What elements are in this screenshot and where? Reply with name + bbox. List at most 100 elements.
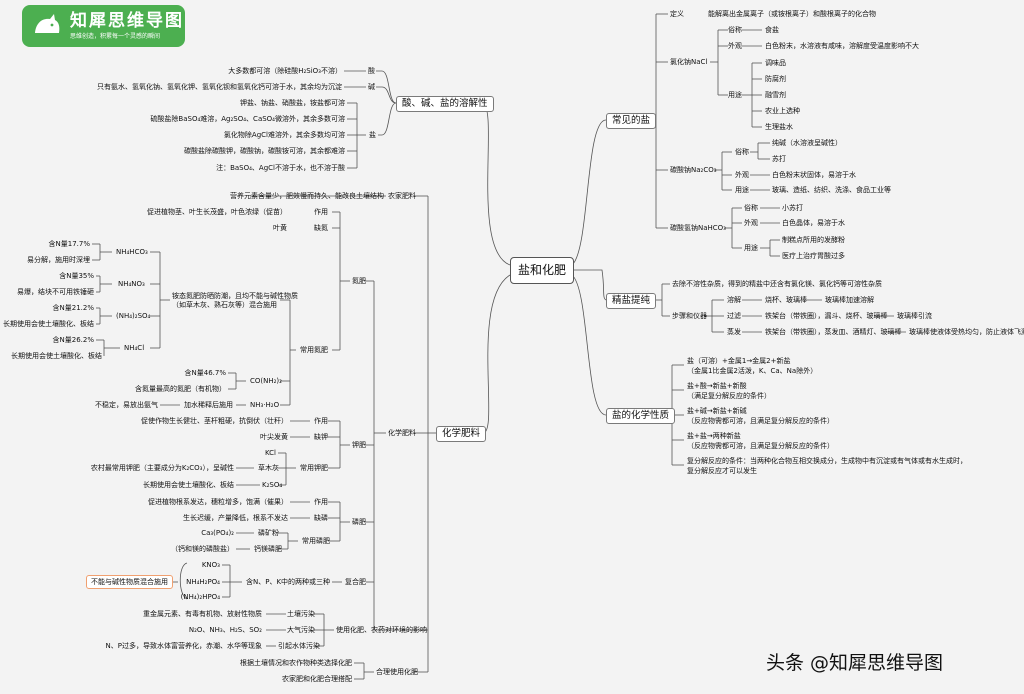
- nh4so4-n: 含N量21.2%: [52, 304, 94, 312]
- nh4cl-n: 含N量26.2%: [52, 336, 94, 344]
- farm-fertilizer-label: 农家肥料: [388, 192, 416, 200]
- branch-fertilizer[interactable]: 化学肥料: [436, 426, 487, 442]
- compound-item: KNO₃: [201, 561, 220, 569]
- nacl-alias-key: 俗称: [728, 26, 742, 34]
- k-effect: 促使作物生长健壮、茎杆粗硬，抗倒伏（壮秆）: [141, 417, 288, 425]
- n-lack: 叶黄: [273, 224, 287, 232]
- nh4hco3-n: 含N量17.7%: [48, 240, 90, 248]
- compound-warning[interactable]: 不能与碱性物质混合施用: [86, 575, 173, 589]
- salt-item: 氯化物除AgCl难溶外，其余多数均可溶: [223, 131, 345, 139]
- acid-label: 酸: [368, 67, 375, 75]
- property-note: 复分解反应才可以发生: [687, 467, 757, 475]
- na2co3-title[interactable]: 碳酸钠Na₂CO₃: [670, 166, 717, 174]
- branch-chemical-property[interactable]: 盐的化学性质: [606, 408, 676, 424]
- salt-item: 注：BaSO₄、AgCl不溶于水，也不溶于酸: [216, 164, 345, 172]
- nahco3-title[interactable]: 碳酸氢钠NaHCO₃: [670, 224, 726, 232]
- property-line: 盐+碱→新盐+新碱: [687, 407, 747, 415]
- na2co3-alias-key: 俗称: [735, 148, 749, 156]
- definition-text: 能解离出金属离子（或铵根离子）和酸根离子的化合物: [708, 10, 876, 18]
- farm-fertilizer-text: 营养元素含量少，肥效慢而持久、能改良土壤结构: [230, 192, 384, 200]
- nacl-title[interactable]: 氯化钠NaCl: [670, 58, 708, 66]
- logo-title: 知犀思维导图: [70, 11, 184, 31]
- nacl-use: 调味品: [765, 59, 786, 67]
- ca-mg-phosphate-note: （钙和镁的磷酸盐）: [171, 545, 234, 553]
- air-pollution: 大气污染: [287, 626, 315, 634]
- property-line: 盐（可溶）+金属1→金属2+新盐: [687, 357, 791, 365]
- property-note: （反应物需都可溶，且满足复分解反应的条件）: [687, 442, 834, 450]
- watermark: 头条 @知犀思维导图: [766, 652, 944, 674]
- nacl-alias: 食盐: [765, 26, 779, 34]
- n-note: （如草木灰、熟石灰等）混合施用: [172, 301, 277, 309]
- soil-pollution: 土壤污染: [287, 610, 315, 618]
- nahco3-look: 白色晶体，易溶于水: [782, 219, 845, 227]
- nh4no3-note: 易爆，结块不可用铁锤砸: [17, 288, 94, 296]
- ammonia-water: NH₃·H₂O: [250, 401, 280, 409]
- property-note: （金属1比金属2活泼，K、Ca、Na除外）: [687, 367, 818, 375]
- branch-refine-salt[interactable]: 精盐提纯: [606, 293, 657, 309]
- chem-fertilizer-label: 化学肥料: [388, 429, 416, 437]
- nitrogen-label: 氮肥: [352, 277, 366, 285]
- nacl-use: 防腐剂: [765, 75, 786, 83]
- phosphorus-label: 磷肥: [352, 518, 366, 526]
- nh4hco3: NH₄HCO₃: [116, 248, 148, 256]
- nh4so4-note: 长期使用会使土壤酸化、板结: [3, 320, 94, 328]
- step-filter-note: 玻璃棒引流: [897, 312, 932, 320]
- acid-text: 大多数都可溶（除硅酸H₂SiO₃不溶）: [228, 67, 342, 75]
- salt-label: 盐: [369, 131, 376, 139]
- definition-label: 定义: [670, 10, 684, 18]
- nacl-look: 白色粉末，水溶液有咸味，溶解度受温度影响不大: [765, 42, 919, 50]
- k2so4: K₂SO₄: [262, 481, 283, 489]
- n-common-label: 常用氮肥: [300, 346, 328, 354]
- urea-note: 含氮量最高的氮肥（有机物）: [135, 385, 226, 393]
- salt-item: 硫酸盐除BaSO₄难溶，Ag₂SO₄、CaSO₄微溶外，其余多数可溶: [150, 115, 345, 123]
- step-evaporate: 蒸发: [727, 328, 741, 336]
- compound-item: (NH₄)₂HPO₄: [180, 593, 220, 601]
- urea-n: 含N量46.7%: [184, 369, 226, 377]
- n-lack-key: 缺氮: [314, 224, 328, 232]
- salt-item: 碳酸盐除碳酸钾，碳酸钠，碳酸铵可溶，其余都难溶: [184, 147, 345, 155]
- nahco3-use-key: 用途: [744, 244, 758, 252]
- branch-acid-solubility[interactable]: 酸、碱、盐的溶解性: [396, 96, 494, 112]
- urea: CO(NH₂)₂: [250, 377, 282, 385]
- potassium-label: 钾肥: [352, 441, 366, 449]
- p-effect: 促进植物根系发达，穗粒增多，饱满（催果）: [148, 498, 288, 506]
- n-effect-key: 作用: [314, 208, 328, 216]
- na2co3-look: 白色粉末状固体，易溶于水: [772, 171, 856, 179]
- p-common-label: 常用磷肥: [302, 537, 330, 545]
- property-note: （满足复分解反应的条件）: [687, 392, 771, 400]
- air-pollution-text: N₂O、NH₃、H₂S、SO₂: [188, 626, 262, 634]
- property-line: 复分解反应的条件：当两种化合物互相交换成分，生成物中有沉淀或有气体或有水生成时，: [687, 457, 967, 465]
- nacl-use: 生理盐水: [765, 123, 793, 131]
- nahco3-alias-key: 俗称: [744, 204, 758, 212]
- compound-desc: 含N、P、K中的两种或三种: [246, 578, 331, 586]
- rational-use-item: 农家肥和化肥合理搭配: [282, 675, 352, 683]
- plant-ash-note: 农村最常用钾肥（主要成分为K₂CO₃），呈碱性: [90, 464, 234, 472]
- step-filter-tools: 铁架台（带铁圈），漏斗、烧杯、玻璃棒: [765, 312, 888, 320]
- compound-label: 复合肥: [345, 578, 366, 586]
- ca3po4: Ca₃(PO₄)₂: [201, 529, 234, 537]
- nahco3-look-key: 外观: [744, 219, 758, 227]
- refine-steps-label: 步骤和仪器: [672, 312, 707, 320]
- p-lack: 生长迟缓，产量降低，根系不发达: [183, 514, 288, 522]
- salt-item: 钾盐、钠盐、硝酸盐，铵盐都可溶: [240, 99, 345, 107]
- nh4no3-n: 含N量35%: [59, 272, 94, 280]
- nahco3-alias: 小苏打: [782, 204, 803, 212]
- n-effect: 促进植物茎、叶生长茂盛，叶色浓绿（促苗）: [147, 208, 287, 216]
- logo-tagline: 思维创造，积累每一个灵感的瞬间: [70, 33, 161, 40]
- k-effect-key: 作用: [314, 417, 328, 425]
- k2so4-note: 长期使用会使土壤酸化、板结: [143, 481, 234, 489]
- k-common-label: 常用钾肥: [300, 464, 328, 472]
- nh4cl: NH₄Cl: [124, 344, 145, 352]
- soil-pollution-text: 重金属元素、有毒有机物、放射性物质: [143, 610, 262, 618]
- phosphate-rock: 磷矿粉: [258, 529, 279, 537]
- p-lack-key: 缺磷: [314, 514, 328, 522]
- nacl-use-key: 用途: [728, 91, 742, 99]
- compound-item: NH₄H₂PO₄: [186, 578, 220, 586]
- nacl-use: 融雪剂: [765, 91, 786, 99]
- step-dissolve-tools: 烧杯、玻璃棒: [765, 296, 807, 304]
- branch-common-salt[interactable]: 常见的盐: [606, 113, 657, 129]
- step-evaporate-tools: 铁架台（带铁圈），蒸发皿、酒精灯、玻璃棒: [765, 328, 902, 336]
- refine-goal: 去除不溶性杂质，得到的精盐中还含有氯化镁、氯化钙等可溶性杂质: [672, 280, 882, 288]
- center-topic[interactable]: 盐和化肥: [510, 257, 574, 284]
- k-lack-key: 缺钾: [314, 433, 328, 441]
